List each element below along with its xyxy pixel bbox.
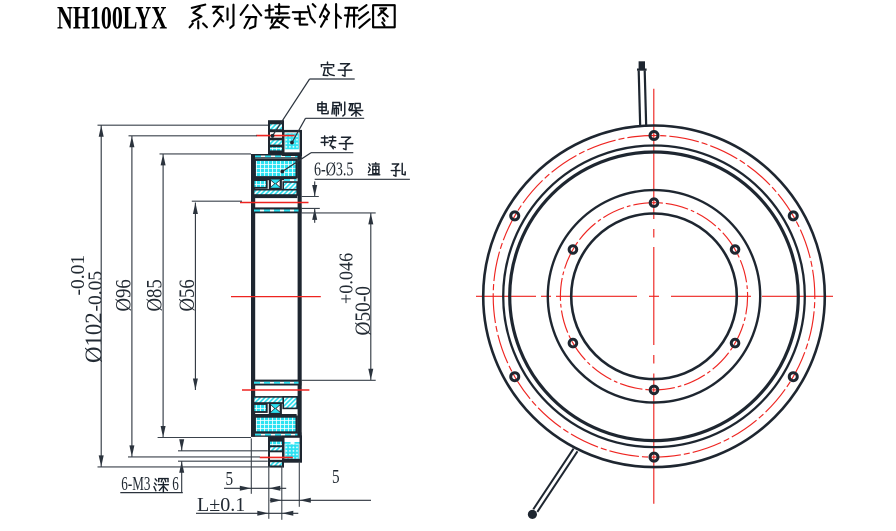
svg-text:Ø50-0: Ø50-0 xyxy=(352,286,375,335)
svg-text:-0.05: -0.05 xyxy=(86,271,107,312)
svg-text:6: 6 xyxy=(172,472,179,494)
svg-text:6-M3: 6-M3 xyxy=(121,472,150,494)
svg-text:5: 5 xyxy=(332,465,340,488)
svg-text:Ø96: Ø96 xyxy=(112,279,136,311)
svg-text:NH100LYX: NH100LYX xyxy=(57,0,167,36)
svg-text:Ø56: Ø56 xyxy=(176,279,200,311)
svg-text:+0.046: +0.046 xyxy=(336,253,358,304)
svg-text:-0.01: -0.01 xyxy=(68,255,89,296)
svg-text:5: 5 xyxy=(226,467,234,490)
svg-text:6-Ø3.5: 6-Ø3.5 xyxy=(314,158,353,180)
svg-text:L±0.1: L±0.1 xyxy=(197,494,245,516)
svg-text:Ø102: Ø102 xyxy=(81,312,108,363)
svg-text:Ø85: Ø85 xyxy=(143,279,167,311)
